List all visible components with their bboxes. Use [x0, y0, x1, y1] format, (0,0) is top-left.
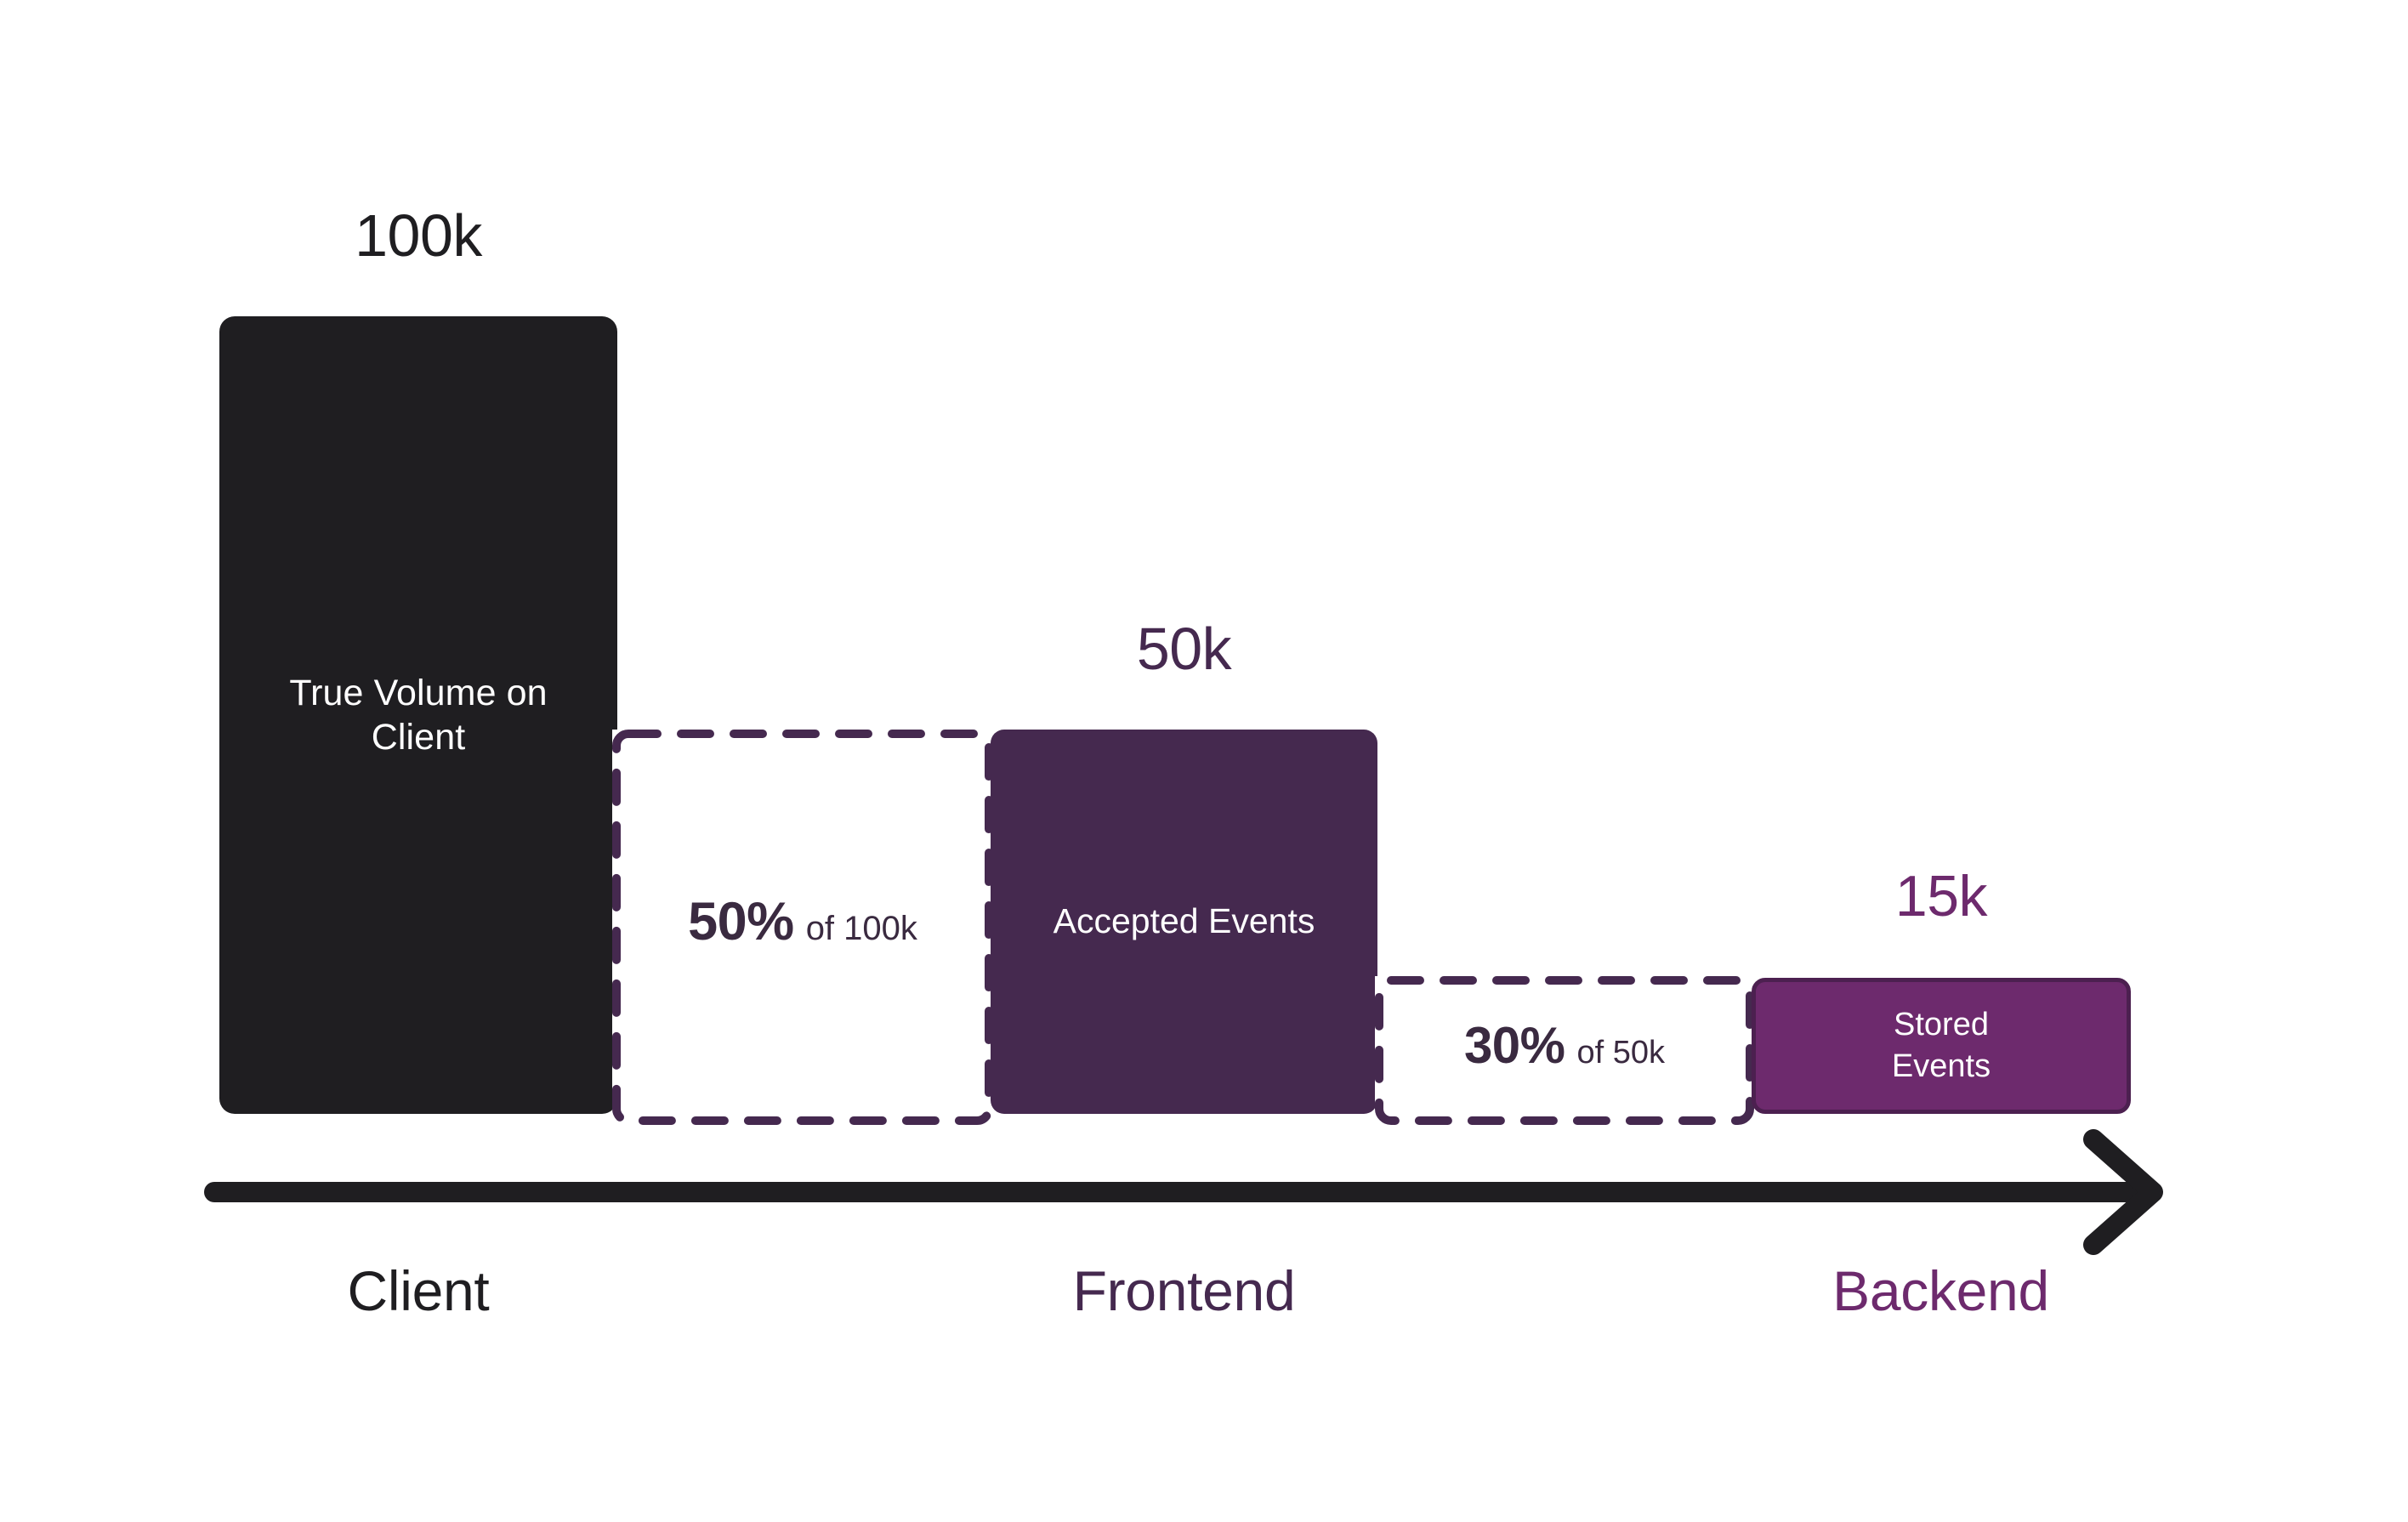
dashed-border-2 — [1375, 976, 1754, 1125]
dropoff-text-2: 30% of 50k — [1464, 1016, 1665, 1075]
bar-label-frontend: Accepted Events — [1053, 901, 1315, 941]
bar-label-client: True Volume on Client — [264, 671, 572, 760]
dropoff-of-1: of 100k — [805, 910, 917, 947]
bar-label-client-line2: Client — [371, 717, 466, 758]
axis-label-frontend: Frontend — [1072, 1259, 1296, 1322]
dropoff-box-client-to-frontend[interactable]: 50% of 100k — [612, 730, 993, 1125]
axis-label-backend: Backend — [1832, 1259, 2049, 1322]
bar-label-backend: Stored Events — [1880, 1004, 2002, 1087]
dropoff-of-2: of 50k — [1576, 1034, 1666, 1071]
dropoff-text-1: 50% of 100k — [688, 891, 917, 952]
bar-backend[interactable]: Stored Events — [1752, 978, 2131, 1114]
dashed-border-1 — [612, 730, 993, 1125]
dropoff-box-frontend-to-backend[interactable]: 30% of 50k — [1375, 976, 1754, 1125]
bar-label-backend-line1: Stored — [1894, 1007, 1989, 1043]
dropoff-percent-2: 30% — [1463, 1016, 1565, 1074]
axis-arrow-line — [204, 1129, 2163, 1255]
value-label-frontend: 50k — [1136, 616, 1232, 682]
bar-client[interactable]: True Volume on Client — [219, 316, 617, 1114]
bar-frontend[interactable]: Accepted Events — [991, 730, 1377, 1114]
bar-label-backend-line2: Events — [1891, 1048, 1991, 1084]
bar-label-client-line1: True Volume on — [289, 672, 548, 713]
arrow-right-icon — [2083, 1129, 2163, 1255]
value-label-backend: 15k — [1894, 864, 1988, 929]
dropoff-percent-1: 50% — [688, 892, 794, 951]
value-label-client: 100k — [355, 202, 482, 269]
axis-label-client: Client — [347, 1259, 490, 1322]
